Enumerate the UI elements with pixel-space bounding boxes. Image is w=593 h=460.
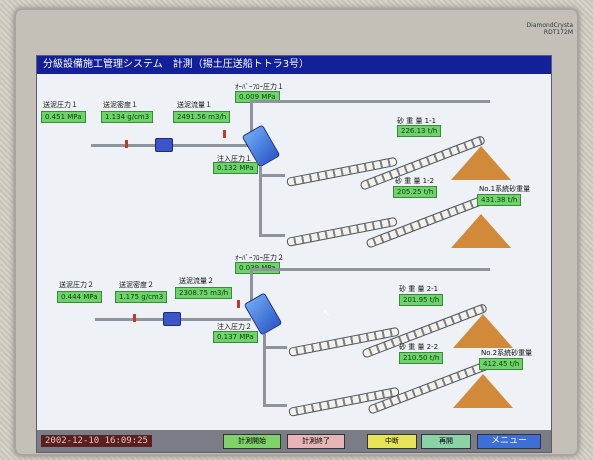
line1-flow-value: 2491.56 m3/h xyxy=(173,111,231,123)
line1-pressure-label: 送泥圧力１ xyxy=(43,101,78,109)
resume-button[interactable]: 再開 xyxy=(421,434,471,449)
line2-down-pipe xyxy=(263,334,266,406)
line2-pressure-label: 送泥圧力２ xyxy=(59,281,94,289)
line1-sand-pile-2 xyxy=(451,214,511,248)
brand-line-1: DiamondCrysta xyxy=(526,22,573,29)
line1-sand-pile-1 xyxy=(451,146,511,180)
line1-branch1-pipe xyxy=(259,174,285,177)
line2-total-value: 412.45 t/h xyxy=(479,358,524,370)
line2-overflow-pipe xyxy=(250,268,490,271)
line2-sand-pile-2 xyxy=(453,374,513,408)
line2-branch1-pipe xyxy=(263,346,287,349)
line2-sand2-label: 砂 重 量 2-2 xyxy=(399,343,439,351)
line1-inject-value: 0.132 MPa xyxy=(213,162,258,174)
line2-sand-pile-1 xyxy=(453,314,513,348)
line1-flow-label: 送泥流量１ xyxy=(177,101,212,109)
pause-button[interactable]: 中断 xyxy=(367,434,417,449)
start-measure-button[interactable]: 計測開始 xyxy=(223,434,281,449)
end-measure-button[interactable]: 計測終了 xyxy=(287,434,345,449)
line2-density-label: 送泥密度２ xyxy=(119,281,154,289)
line1-down-pipe xyxy=(259,166,262,236)
line1-sand1-label: 砂 重 量 1-1 xyxy=(397,117,437,125)
line1-density-label: 送泥密度１ xyxy=(103,101,138,109)
line2-branch2-pipe xyxy=(263,404,287,407)
line1-flowmeter-icon xyxy=(155,138,173,152)
line2-riser-pipe xyxy=(250,268,253,302)
line2-inject-label: 注入圧力２ xyxy=(217,323,252,331)
line2-density-value: 1.175 g/cm3 xyxy=(115,291,168,303)
line2-inject-value: 0.137 MPa xyxy=(213,331,258,343)
line1-sand2-label: 砂 重 量 1-2 xyxy=(395,177,435,185)
monitor-brand: DiamondCrysta RDT172M xyxy=(527,22,573,36)
line1-top-pressure-label: ｵｰﾊﾞｰﾌﾛｰ圧力１ xyxy=(235,83,284,91)
line1-riser-pipe xyxy=(250,100,253,136)
line1-overflow-pipe xyxy=(250,100,490,103)
line2-total-label: No.2系統砂重量 xyxy=(481,349,533,357)
line1-density-value: 1.134 g/cm3 xyxy=(101,111,154,123)
line1-valve-icon xyxy=(125,140,128,148)
line2-sand1-value: 201.95 t/h xyxy=(399,294,444,306)
line1-valve2-icon xyxy=(223,130,226,138)
line2-valve-icon xyxy=(133,314,136,322)
timestamp: 2002-12-10 16:09:25 xyxy=(41,435,152,447)
line2-sand2-value: 210.50 t/h xyxy=(399,352,444,364)
line2-sand1-label: 砂 重 量 2-1 xyxy=(399,285,439,293)
line2-flowmeter-icon xyxy=(163,312,181,326)
mouse-cursor-icon: ↖ xyxy=(323,309,331,319)
window-title: 分級設備施工管理システム 計測（揚土圧送船トトラ3号） xyxy=(37,56,551,74)
line2-flow-value: 2308.75 m3/h xyxy=(175,287,233,299)
line1-sand2-value: 205.25 t/h xyxy=(393,186,438,198)
menu-button[interactable]: メニュー xyxy=(477,434,541,449)
line2-top-pressure-label: ｵｰﾊﾞｰﾌﾛｰ圧力２ xyxy=(235,254,284,262)
line2-pressure-value: 0.444 MPa xyxy=(57,291,102,303)
line1-pressure-value: 0.451 MPa xyxy=(41,111,86,123)
line2-flow-label: 送泥流量２ xyxy=(179,277,214,285)
line1-branch2-pipe xyxy=(259,234,285,237)
line1-inject-label: 注入圧力１ xyxy=(217,155,252,163)
brand-line-2: RDT172M xyxy=(543,29,573,36)
line1-total-label: No.1系統砂重量 xyxy=(479,185,531,193)
line2-valve2-icon xyxy=(237,300,240,308)
line1-sand1-value: 226.13 t/h xyxy=(397,125,442,137)
monitor-screen: 分級設備施工管理システム 計測（揚土圧送船トトラ3号） 送泥圧力１ 0.451 … xyxy=(36,55,552,453)
line1-total-value: 431.38 t/h xyxy=(477,194,522,206)
